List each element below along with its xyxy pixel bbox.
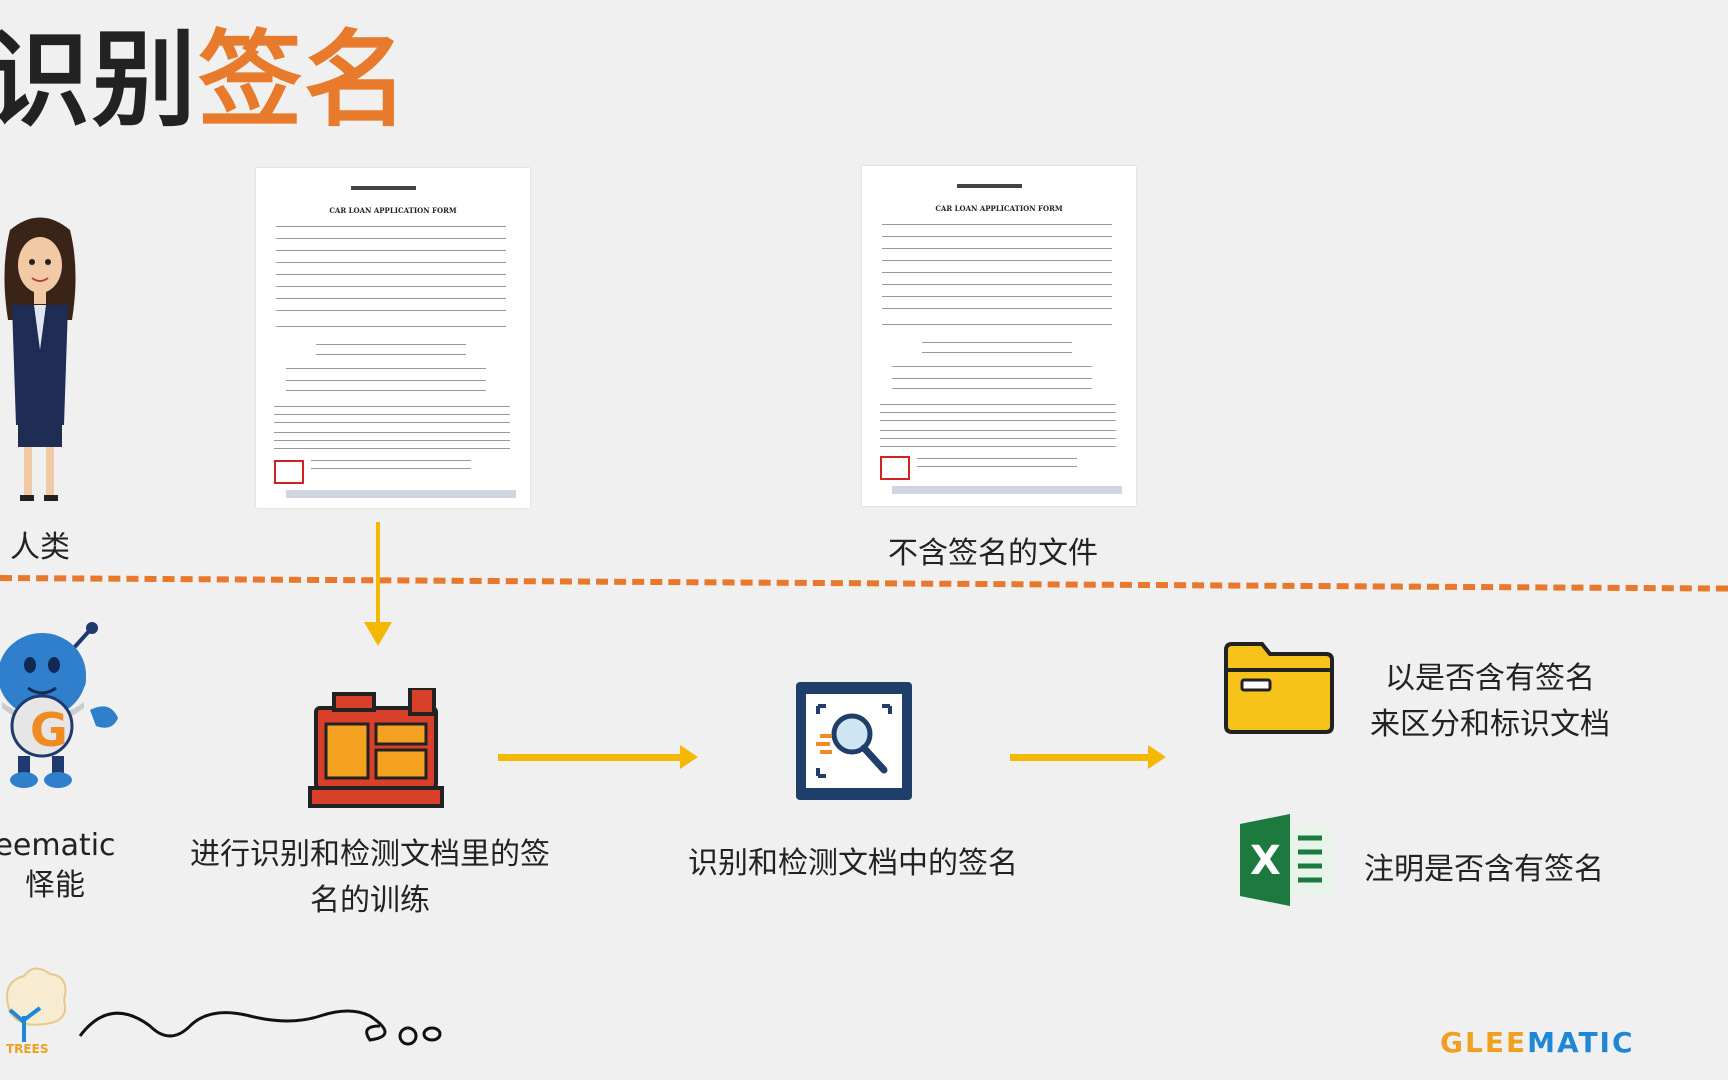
title-part1: 识别: [0, 19, 199, 141]
svg-text:X: X: [1250, 838, 1281, 884]
step-training-line2: 名的训练: [310, 883, 430, 918]
step-detect-label: 识别和检测文档中的签名: [688, 846, 1018, 881]
title-part2: 签名: [198, 19, 411, 141]
trees-logo-icon: [6, 967, 67, 1042]
trees-logo-text: TREES: [6, 1042, 49, 1056]
folder-icon: [1224, 642, 1334, 734]
gleematic-brand: GLEEMATIC: [1440, 1026, 1635, 1059]
signature-highlight-box: [274, 460, 304, 484]
human-label: 人类: [10, 530, 70, 565]
svg-text:G: G: [30, 703, 68, 757]
result-folder-line2: 来区分和标识文档: [1370, 707, 1610, 742]
page-title: 识别签名: [0, 18, 410, 143]
arrow-right-1: [498, 745, 698, 769]
form-title: CAR LOAN APPLICATION FORM: [329, 206, 457, 215]
bot-label: eematic 怿能: [0, 826, 120, 906]
down-arrow-head: [364, 622, 392, 646]
result-folder-label: 以是否含有签名 来区分和标识文档: [1340, 656, 1640, 748]
arrow-right-2: [1010, 745, 1166, 769]
step-training-line1: 进行识别和检测文档里的签: [190, 837, 550, 872]
down-arrow-shaft: [376, 522, 380, 632]
form-header-bar: [351, 186, 416, 190]
brand-part2: MATIC: [1527, 1026, 1635, 1059]
loan-form-with-signature: CAR LOAN APPLICATION FORM: [256, 168, 530, 508]
gleematic-robot-icon: G: [0, 622, 118, 788]
bot-label-line2: 怿能: [25, 868, 85, 903]
section-divider: [0, 575, 1728, 592]
form-header-bar: [957, 184, 1022, 188]
result-folder-line1: 以是否含有签名: [1385, 661, 1595, 696]
businesswoman-avatar-icon: [4, 217, 76, 501]
result-excel-label: 注明是否含有签名: [1364, 852, 1604, 887]
brand-part1: GLEE: [1440, 1026, 1528, 1059]
empty-signature-box: [880, 456, 910, 480]
bot-label-line1: eematic: [0, 828, 116, 863]
decorative-flourish-icon: [78, 1009, 442, 1046]
training-machine-icon: [308, 688, 444, 808]
excel-icon: X: [1240, 814, 1332, 906]
loan-form-without-signature: CAR LOAN APPLICATION FORM: [862, 166, 1136, 506]
document-scan-icon: [796, 682, 912, 800]
step-training-label: 进行识别和检测文档里的签 名的训练: [170, 832, 570, 924]
doc-no-signature-label: 不含签名的文件: [888, 536, 1098, 571]
form-title: CAR LOAN APPLICATION FORM: [935, 204, 1063, 213]
